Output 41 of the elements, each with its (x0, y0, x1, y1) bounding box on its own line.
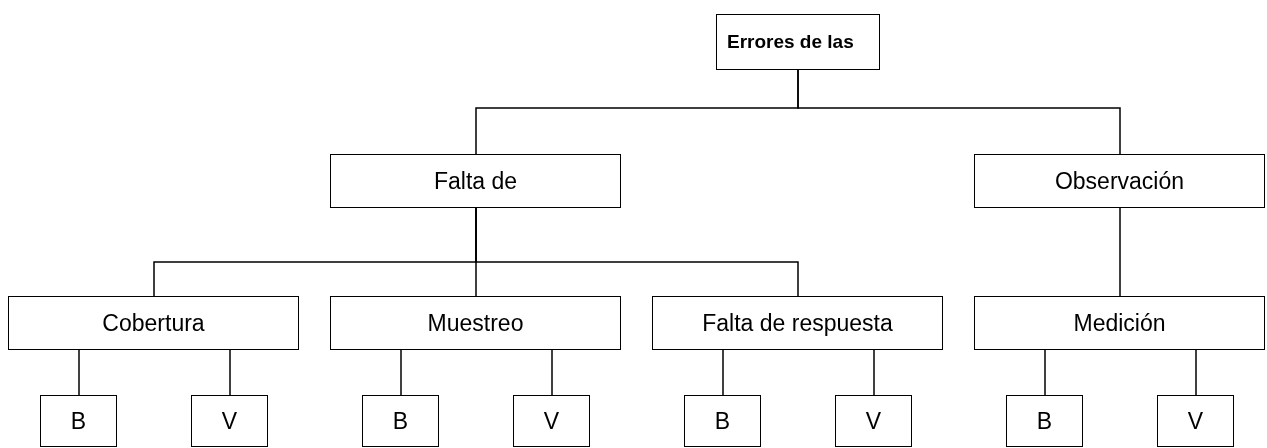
box-label: Falta de respuesta (702, 309, 893, 337)
category-box (40, 395, 117, 447)
box-label: B (392, 407, 409, 435)
box-label: Falta de (433, 167, 518, 195)
box-label: B (714, 407, 731, 435)
category-box (1157, 395, 1234, 447)
box-label: V (1187, 407, 1204, 435)
box-label: B (1036, 407, 1053, 435)
box-label: V (543, 407, 560, 435)
box-label: Observación (1054, 167, 1185, 195)
category-box (652, 296, 943, 350)
category-box (8, 296, 299, 350)
box-label: Cobertura (102, 309, 205, 337)
category-box (1006, 395, 1083, 447)
category-box (684, 395, 761, 447)
category-box (716, 14, 880, 70)
connector-line (78, 349, 80, 396)
category-box (191, 395, 268, 447)
category-box (835, 395, 912, 447)
connector-line (1119, 207, 1121, 297)
category-box (974, 154, 1265, 208)
connector-line (551, 349, 553, 396)
connector-line (475, 207, 799, 297)
category-box (362, 395, 439, 447)
connector-line (1044, 349, 1046, 396)
connector-line (1195, 349, 1197, 396)
connector-line (873, 349, 875, 396)
box-label: B (70, 407, 87, 435)
connector-line (229, 349, 231, 396)
box-label: V (221, 407, 238, 435)
box-label: V (865, 407, 882, 435)
category-box (513, 395, 590, 447)
box-label: Errores de las (727, 31, 854, 53)
connector-line (400, 349, 402, 396)
category-box (330, 296, 621, 350)
box-label: Medición (1073, 309, 1166, 337)
category-box (974, 296, 1265, 350)
box-label: Muestreo (427, 309, 524, 337)
connector-line (722, 349, 724, 396)
category-box (330, 154, 621, 208)
connector-line (797, 69, 1121, 155)
